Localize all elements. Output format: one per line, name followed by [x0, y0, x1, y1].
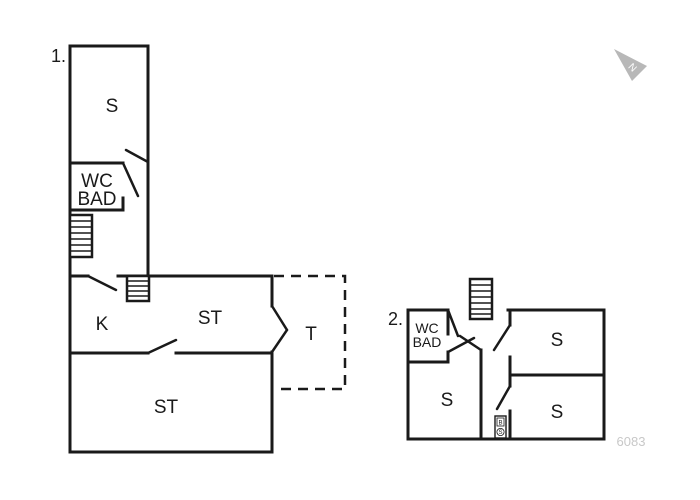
- stairs-floor-2: [468, 277, 494, 321]
- door-wc: [121, 161, 140, 198]
- appliance-label-bottom: S: [498, 430, 502, 436]
- floor-2-wc-box: [406, 308, 450, 364]
- wc-bath-box: [68, 161, 125, 212]
- stairs-floor-1-left: [68, 213, 94, 259]
- floor-2-label-bedroom-top-right: S: [551, 330, 564, 351]
- room-label-living-lower: ST: [154, 397, 179, 418]
- floor-2-label-wc: WC: [415, 320, 438, 336]
- door-floor-2-bottom-right: [495, 384, 512, 411]
- compass-icon: N: [614, 49, 647, 81]
- door-terrace: [270, 304, 289, 354]
- room-label-wc: WC: [81, 171, 113, 192]
- door-living: [146, 338, 178, 355]
- door-floor-2-top-right: [492, 323, 512, 352]
- appliance-label-top: B: [498, 421, 502, 427]
- terrace-outline: [274, 274, 347, 391]
- floor-1-main-walls: [68, 274, 274, 454]
- door-floor-2-wc: [446, 336, 476, 354]
- room-label-kitchen: K: [96, 314, 109, 335]
- plan-code: 6083: [617, 434, 646, 449]
- floor-2-label-bath: BAD: [413, 334, 442, 350]
- room-label-living: ST: [198, 308, 223, 329]
- floor-2-label-bedroom-left: S: [441, 390, 454, 411]
- room-label-terrace: T: [305, 324, 317, 345]
- door-kitchen: [86, 274, 118, 292]
- floor-1: 1.: [51, 44, 347, 454]
- floor-2: 2. B S: [388, 277, 606, 441]
- floor-2-label-bedroom-bottom-right: S: [551, 402, 564, 423]
- room-label-bath: BAD: [77, 189, 116, 210]
- appliance-symbol: B S: [494, 415, 507, 439]
- floor-2-outer-walls: [406, 308, 606, 441]
- door-floor-2-left: [458, 334, 483, 352]
- stairs-floor-1-center: [125, 274, 151, 303]
- door-floor-2-upper: [446, 308, 460, 338]
- door-bedroom: [124, 148, 150, 164]
- room-label-bedroom: S: [106, 96, 119, 117]
- floor-1-number: 1.: [51, 46, 66, 66]
- floor-2-number: 2.: [388, 309, 403, 329]
